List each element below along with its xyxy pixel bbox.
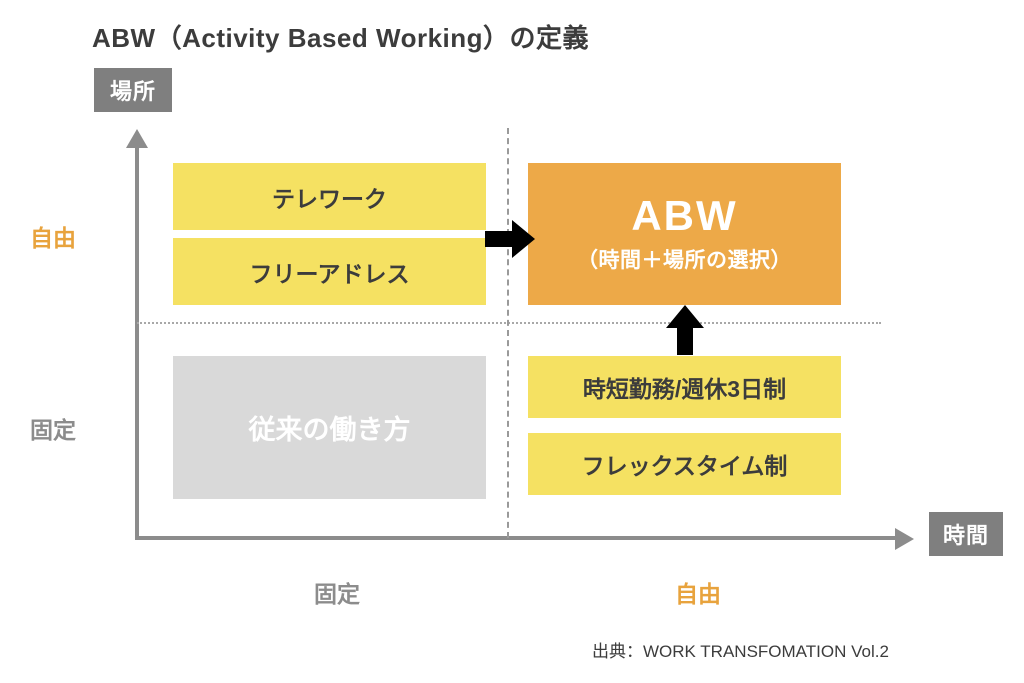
source-note: 出典：WORK TRANSFOMATION Vol.2 bbox=[592, 642, 889, 661]
x-axis-tick-free: 自由 bbox=[675, 581, 721, 607]
y-axis-caption-chip: 場所 bbox=[94, 68, 172, 112]
box-telework-label: テレワーク bbox=[272, 185, 387, 212]
box-legacy-working-style-label: 従来の働き方 bbox=[248, 415, 411, 445]
x-axis-tick-fixed: 固定 bbox=[314, 581, 360, 607]
x-axis-arrowhead-icon bbox=[895, 528, 914, 550]
box-abw-subtitle: （時間＋場所の選択） bbox=[577, 249, 792, 273]
y-axis-tick-free: 自由 bbox=[30, 225, 76, 251]
box-short-hours-four-day-week-label: 時短勤務/週休3日制 bbox=[582, 376, 787, 402]
y-axis-tick-fixed: 固定 bbox=[30, 417, 76, 443]
arrow-up-icon bbox=[666, 305, 704, 355]
x-axis-caption-chip: 時間 bbox=[929, 512, 1003, 556]
box-telework: テレワーク bbox=[173, 163, 486, 230]
box-abw-title: ABW bbox=[631, 191, 738, 239]
box-abw: ABW （時間＋場所の選択） bbox=[528, 163, 841, 305]
vertical-quadrant-divider bbox=[507, 128, 509, 538]
horizontal-quadrant-divider bbox=[137, 322, 881, 324]
box-flextime: フレックスタイム制 bbox=[528, 433, 841, 495]
box-free-address-label: フリーアドレス bbox=[249, 260, 410, 287]
y-axis-arrowhead-icon bbox=[126, 129, 148, 148]
box-short-hours-four-day-week: 時短勤務/週休3日制 bbox=[528, 356, 841, 418]
box-free-address: フリーアドレス bbox=[173, 238, 486, 305]
y-axis-line bbox=[135, 146, 139, 540]
x-axis-line bbox=[135, 536, 900, 540]
box-legacy-working-style: 従来の働き方 bbox=[173, 356, 486, 499]
arrow-right-icon bbox=[485, 220, 535, 258]
page-title: ABW（Activity Based Working）の定義 bbox=[92, 23, 590, 53]
box-flextime-label: フレックスタイム制 bbox=[581, 453, 788, 479]
